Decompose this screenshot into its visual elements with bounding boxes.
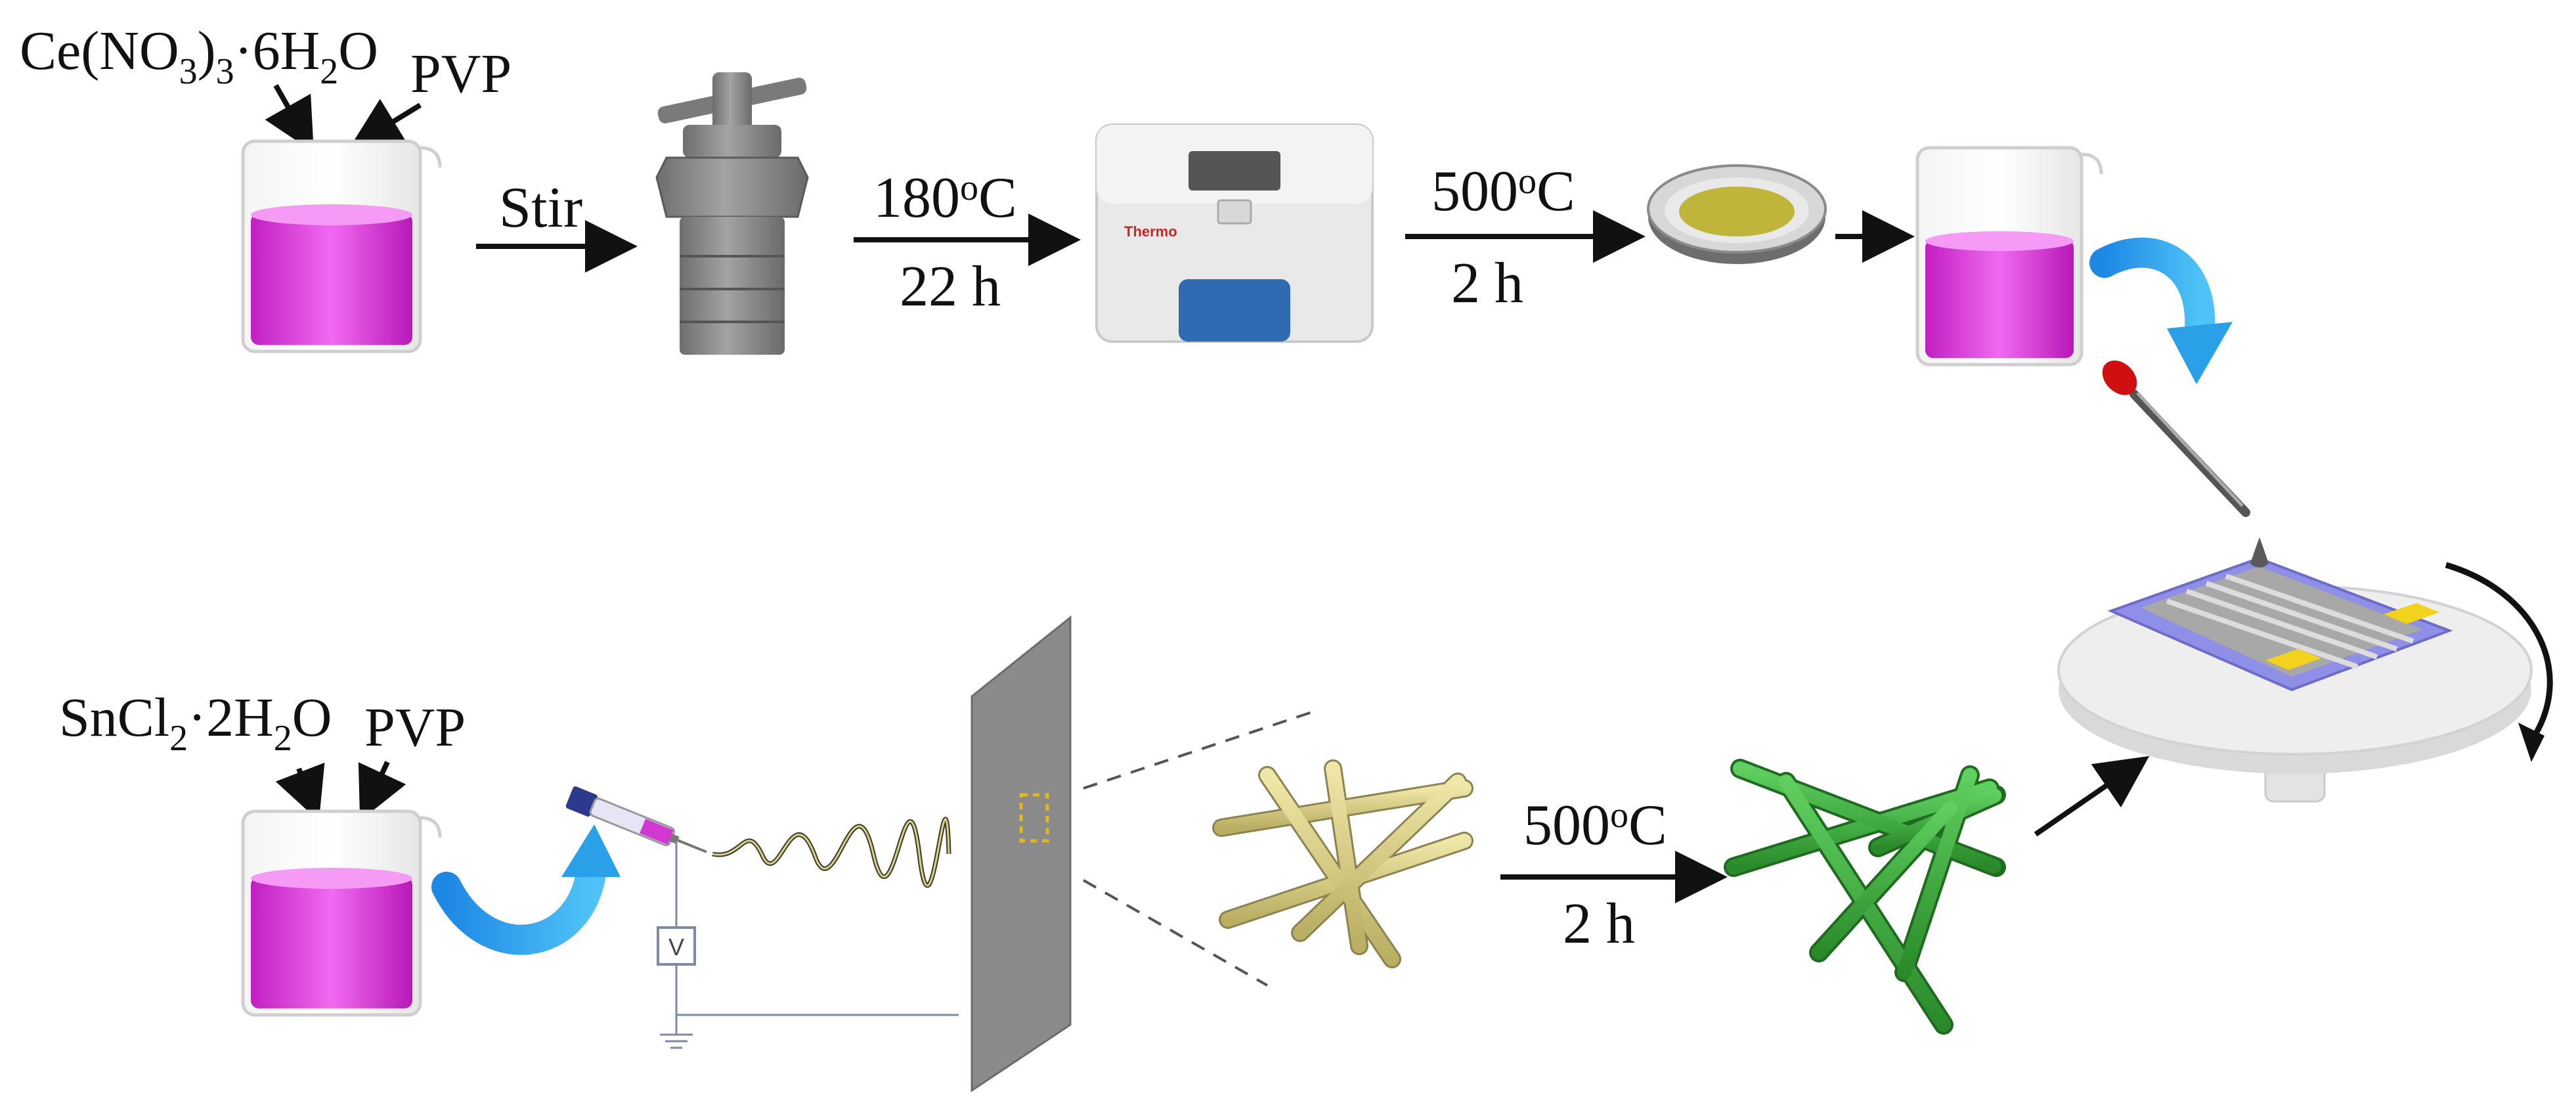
oven-brand-label: Thermo <box>1124 223 1177 240</box>
reagent-tin-chloride-label: SnCl2·2H2O <box>59 687 332 759</box>
beaker-icon <box>241 139 442 353</box>
step-temperature-180: 180oC <box>873 166 1017 230</box>
zoom-guide-line <box>1083 708 1321 790</box>
crucible-icon <box>1647 164 1827 264</box>
voltmeter-label: V <box>668 933 684 960</box>
reagent-pointer-arrow <box>265 84 314 152</box>
step-label-stir: Stir <box>499 176 582 240</box>
rotation-arrow-icon <box>2445 562 2553 738</box>
voltmeter-icon <box>657 926 696 966</box>
step-time-22h: 22 h <box>900 255 1001 319</box>
step-temperature-500-top: 500oC <box>1431 160 1575 223</box>
dropper-icon <box>2102 360 2250 517</box>
curved-transfer-arrow-icon <box>2089 237 2233 384</box>
process-arrow <box>2034 755 2150 837</box>
rotation-arrow-head <box>2518 723 2544 762</box>
raw-nanofibers-icon <box>1212 759 1474 968</box>
curved-transfer-arrow-icon <box>431 824 621 955</box>
electrode-pad <box>2265 649 2321 670</box>
syringe-icon <box>565 786 707 853</box>
spin-coater-icon <box>2057 537 2533 803</box>
reagent-pointer-arrow <box>275 762 325 821</box>
reagent-pointer-arrow <box>349 99 422 149</box>
electrode-pad <box>2384 603 2439 624</box>
zoom-region-box <box>1019 793 1049 843</box>
beaker-icon <box>241 809 442 1017</box>
autoclave-icon <box>655 72 809 355</box>
reagent-pvp-label-top: PVP <box>410 43 512 104</box>
step-time-2h-top: 2 h <box>1451 252 1523 315</box>
calcined-nanofibers-icon <box>1724 759 2006 1035</box>
step-time-2h-bottom: 2 h <box>1563 892 1635 956</box>
voltage-circuit <box>660 841 959 1049</box>
reagent-pvp-label-bottom: PVP <box>364 697 466 758</box>
step-temperature-500-bottom: 500oC <box>1523 794 1667 857</box>
electrospinning-jet <box>712 817 951 888</box>
collector-plate <box>971 615 1072 1092</box>
reagent-pointer-arrow <box>358 761 406 821</box>
zoom-guide-line <box>1083 879 1268 987</box>
reagent-ce-nitrate-label: Ce(NO3)3·6H2O <box>20 20 378 92</box>
oven-icon: Thermo <box>1095 124 1374 343</box>
beaker-icon <box>1915 146 2103 367</box>
